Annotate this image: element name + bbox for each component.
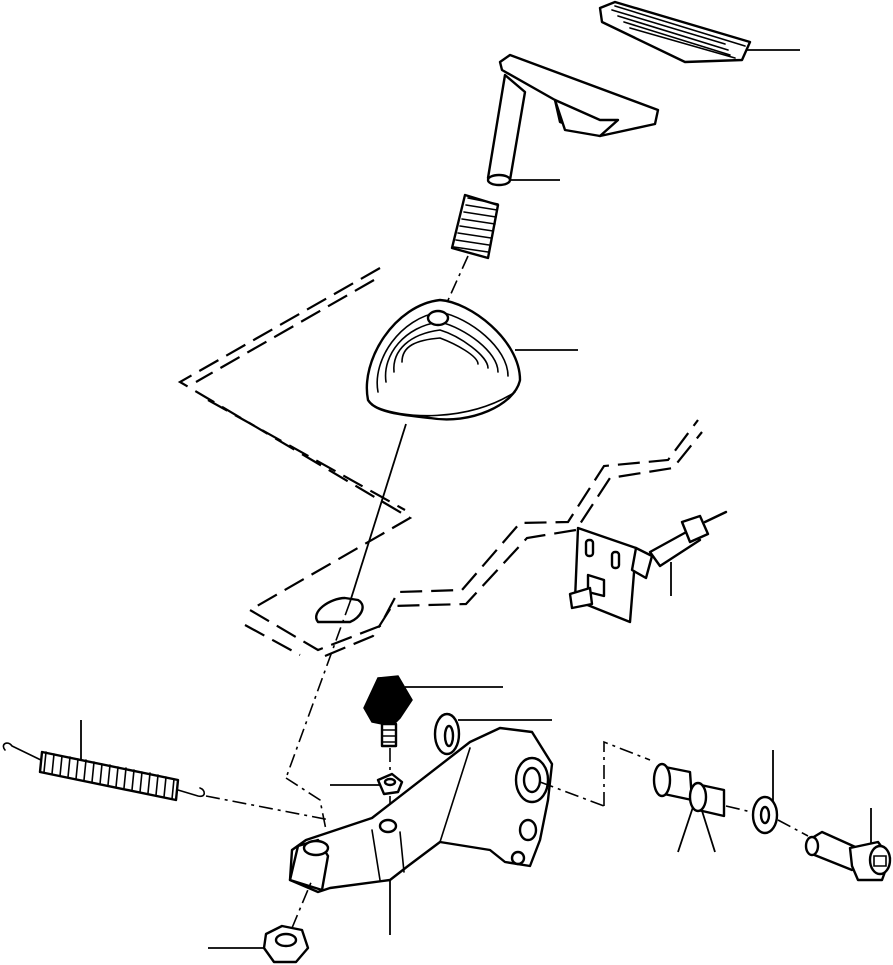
lever	[288, 726, 651, 894]
switch-bracket	[568, 510, 728, 624]
pedal-arm	[486, 53, 660, 187]
floor-plate-slot	[315, 596, 364, 624]
washer-left	[433, 712, 461, 756]
washer-right	[751, 795, 809, 837]
shoulder-bolt	[804, 830, 892, 882]
nut-small	[376, 772, 404, 822]
bushings	[652, 762, 761, 818]
pedal-pad	[598, 0, 752, 64]
rubber-stop	[363, 675, 413, 770]
spring-upper	[439, 193, 500, 319]
return-spring	[2, 742, 331, 821]
assembly-lines	[285, 601, 351, 831]
nut-bottom	[262, 879, 313, 964]
floor-plate	[177, 267, 703, 658]
rubber-boot	[349, 298, 522, 603]
